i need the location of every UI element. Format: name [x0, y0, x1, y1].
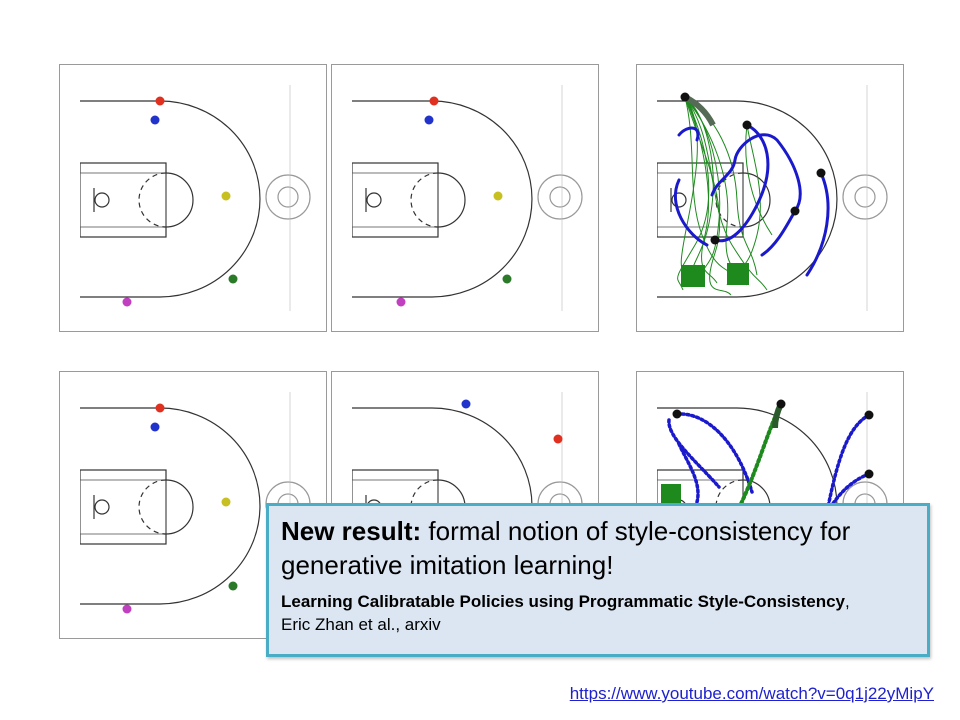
- paper-title: Learning Calibratable Policies using Pro…: [281, 592, 845, 611]
- court-panel-2: [331, 64, 599, 332]
- player-dot-black: [710, 235, 720, 245]
- player-dot-black: [776, 399, 786, 409]
- player-dot-black: [864, 410, 874, 420]
- player-dot-yellow: [493, 191, 503, 201]
- player-dot-yellow: [221, 191, 231, 201]
- court-diagram: [657, 85, 888, 311]
- court-panel-1: [59, 64, 327, 332]
- player-dot-blue: [424, 115, 434, 125]
- player-dot-green: [228, 581, 238, 591]
- ref-separator: ,: [845, 592, 850, 611]
- paper-reference: Learning Calibratable Policies using Pro…: [281, 590, 915, 636]
- player-dot-black: [680, 92, 690, 102]
- result-callout: New result: formal notion of style-consi…: [266, 503, 930, 657]
- player-dot-blue: [150, 115, 160, 125]
- court-panel-3: [636, 64, 904, 332]
- callout-headline: New result: formal notion of style-consi…: [281, 514, 915, 582]
- court-diagram: [352, 85, 583, 311]
- headline-bold: New result:: [281, 516, 422, 546]
- player-dot-green: [502, 274, 512, 284]
- video-link[interactable]: https://www.youtube.com/watch?v=0q1j22yM…: [569, 684, 934, 703]
- player-dot-black: [864, 469, 874, 479]
- player-dot-red: [155, 403, 165, 413]
- court-diagram: [80, 85, 311, 311]
- green-square-marker: [681, 265, 705, 287]
- green-square-marker: [727, 263, 749, 285]
- green-square-marker: [661, 484, 681, 504]
- paper-authors: Eric Zhan et al., arxiv: [281, 615, 441, 634]
- player-dot-magenta: [396, 297, 406, 307]
- headline-text: formal notion of style-consistency for g…: [281, 516, 851, 580]
- player-dot-black: [816, 168, 826, 178]
- player-dot-magenta: [122, 297, 132, 307]
- player-dot-green: [228, 274, 238, 284]
- player-dot-yellow: [221, 497, 231, 507]
- player-dot-black: [742, 120, 752, 130]
- player-dot-red: [429, 96, 439, 106]
- player-dot-blue: [461, 399, 471, 409]
- player-dot-red: [155, 96, 165, 106]
- player-dot-blue: [150, 422, 160, 432]
- player-dot-magenta: [122, 604, 132, 614]
- player-dot-red: [553, 434, 563, 444]
- blue-dotted-trajectories: [667, 412, 871, 524]
- player-dot-black: [790, 206, 800, 216]
- player-dot-black: [672, 409, 682, 419]
